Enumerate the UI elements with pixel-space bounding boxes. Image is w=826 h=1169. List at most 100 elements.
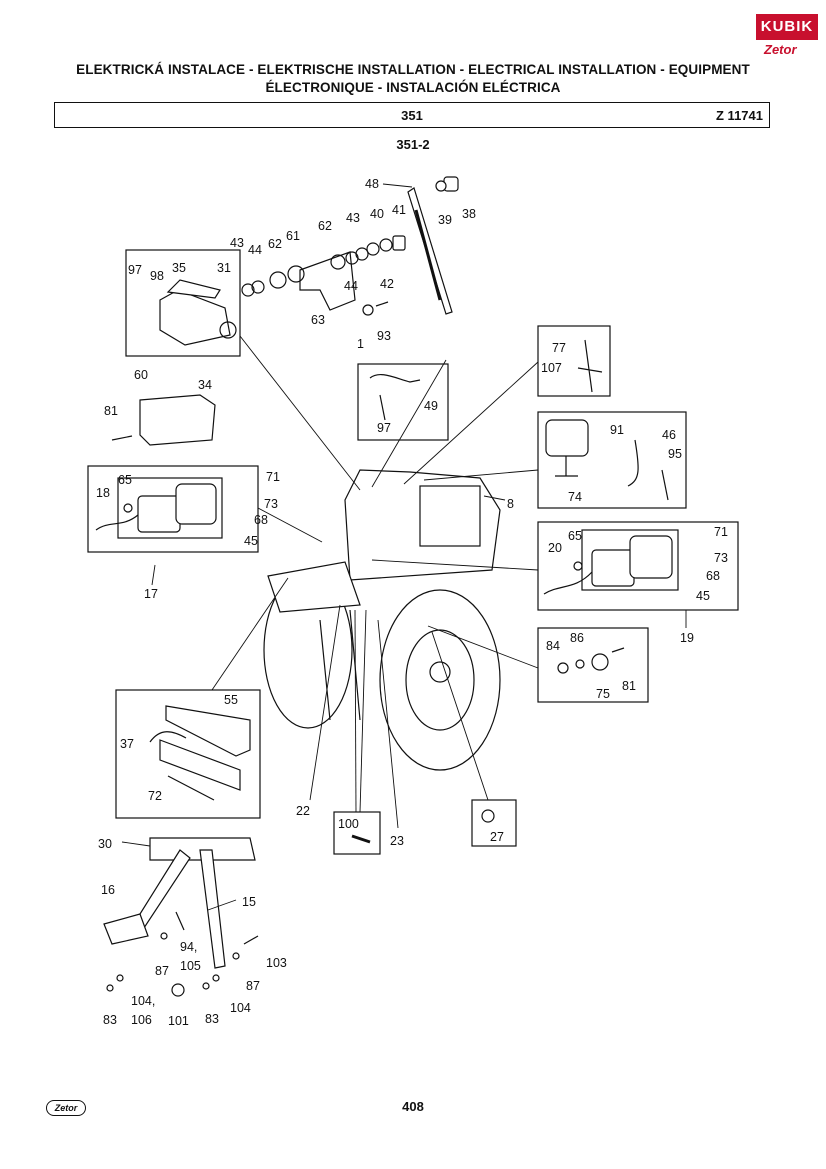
part-number-labels: 48 39 38 62 43 40 41 43 44 62 61 44 42 9…: [96, 177, 728, 1028]
label-63: 63: [311, 313, 325, 327]
label-87b: 87: [246, 979, 260, 993]
group-number: 351: [401, 108, 423, 123]
label-39: 39: [438, 213, 452, 227]
label-34: 34: [198, 378, 212, 392]
label-93: 93: [377, 329, 391, 343]
light-bar-55: [149, 705, 251, 801]
label-43b: 43: [230, 236, 244, 250]
wiper-motor-box: [125, 249, 241, 357]
wiper-assembly: [241, 176, 459, 316]
kubik-zetor-logo: KUBIK Zetor: [756, 14, 818, 58]
label-35: 35: [172, 261, 186, 275]
label-37: 37: [120, 737, 134, 751]
label-73b: 73: [714, 551, 728, 565]
left-rear-lamp: [95, 483, 217, 533]
label-91: 91: [610, 423, 624, 437]
label-68b: 68: [706, 569, 720, 583]
label-83a: 83: [103, 1013, 117, 1027]
label-23: 23: [390, 834, 404, 848]
box-reflector: [537, 627, 649, 703]
wiper-motor: [159, 279, 237, 346]
zetor-footer-logo: Zetor: [46, 1100, 86, 1116]
box-100: [333, 811, 381, 855]
label-77: 77: [552, 341, 566, 355]
label-86: 86: [570, 631, 584, 645]
label-101: 101: [168, 1014, 189, 1028]
bracket-49: [369, 374, 421, 421]
leader-lines: [121, 183, 687, 911]
label-44a: 44: [248, 243, 262, 257]
label-30: 30: [98, 837, 112, 851]
label-16: 16: [101, 883, 115, 897]
label-31: 31: [217, 261, 231, 275]
box-27: [471, 799, 517, 847]
box-work-lamp: [537, 411, 687, 509]
right-lamp-box: [537, 521, 739, 611]
label-46: 46: [662, 428, 676, 442]
label-44b: 44: [344, 279, 358, 293]
label-68a: 68: [254, 513, 268, 527]
box-49-97: [357, 363, 449, 441]
label-20: 20: [548, 541, 562, 555]
label-97b: 97: [377, 421, 391, 435]
label-18: 18: [96, 486, 110, 500]
label-41: 41: [392, 203, 406, 217]
light-bar-bracket: [103, 837, 259, 997]
clip-77: [577, 339, 603, 393]
label-71b: 71: [714, 525, 728, 539]
label-40: 40: [370, 207, 384, 221]
label-74: 74: [568, 490, 582, 504]
label-17: 17: [144, 587, 158, 601]
label-19: 19: [680, 631, 694, 645]
page-number: 408: [402, 1099, 424, 1114]
right-rear-lamp: [543, 535, 673, 595]
grommet-27: [481, 809, 495, 823]
label-27: 27: [490, 830, 504, 844]
label-104b: 104: [230, 1001, 251, 1015]
label-84: 84: [546, 639, 560, 653]
work-lamp: [545, 419, 669, 501]
cover-60: [111, 394, 216, 446]
label-104a: 104,: [131, 994, 155, 1008]
diagram-subtitle: 351-2: [396, 137, 430, 152]
label-100: 100: [338, 817, 359, 831]
label-97a: 97: [128, 263, 142, 277]
label-83b: 83: [205, 1012, 219, 1026]
tractor-illustration: [263, 469, 501, 771]
page-title-line1: ELEKTRICKÁ INSTALACE - ELEKTRISCHE INSTA…: [76, 62, 750, 77]
label-55: 55: [224, 693, 238, 707]
label-65a: 65: [118, 473, 132, 487]
left-lamp-box: [87, 465, 259, 553]
left-lamp-inner-box: [117, 477, 223, 539]
group-header-box: 351 Z 11741: [54, 102, 770, 128]
label-38: 38: [462, 207, 476, 221]
label-62a: 62: [318, 219, 332, 233]
label-98: 98: [150, 269, 164, 283]
label-1: 1: [357, 337, 364, 351]
reflector-75: [557, 647, 625, 674]
page-title-line2: ÉLECTRONIQUE - INSTALACIÓN ELÉCTRICA: [265, 80, 561, 95]
label-65b: 65: [568, 529, 582, 543]
zetor-logo-text: Zetor: [764, 42, 797, 57]
catalog-code: Z 11741: [716, 108, 763, 123]
label-87a: 87: [155, 964, 169, 978]
label-75: 75: [596, 687, 610, 701]
box-light-bar: [115, 689, 261, 819]
label-94: 94,: [180, 940, 197, 954]
label-73a: 73: [264, 497, 278, 511]
label-8: 8: [507, 497, 514, 511]
label-45a: 45: [244, 534, 258, 548]
label-60: 60: [134, 368, 148, 382]
label-81b: 81: [622, 679, 636, 693]
label-48: 48: [365, 177, 379, 191]
label-107: 107: [541, 361, 562, 375]
label-15: 15: [242, 895, 256, 909]
label-106: 106: [131, 1013, 152, 1027]
label-45b: 45: [696, 589, 710, 603]
box-77-107: [537, 325, 611, 397]
label-22: 22: [296, 804, 310, 818]
label-42: 42: [380, 277, 394, 291]
right-lamp-inner-box: [581, 529, 679, 591]
label-95: 95: [668, 447, 682, 461]
